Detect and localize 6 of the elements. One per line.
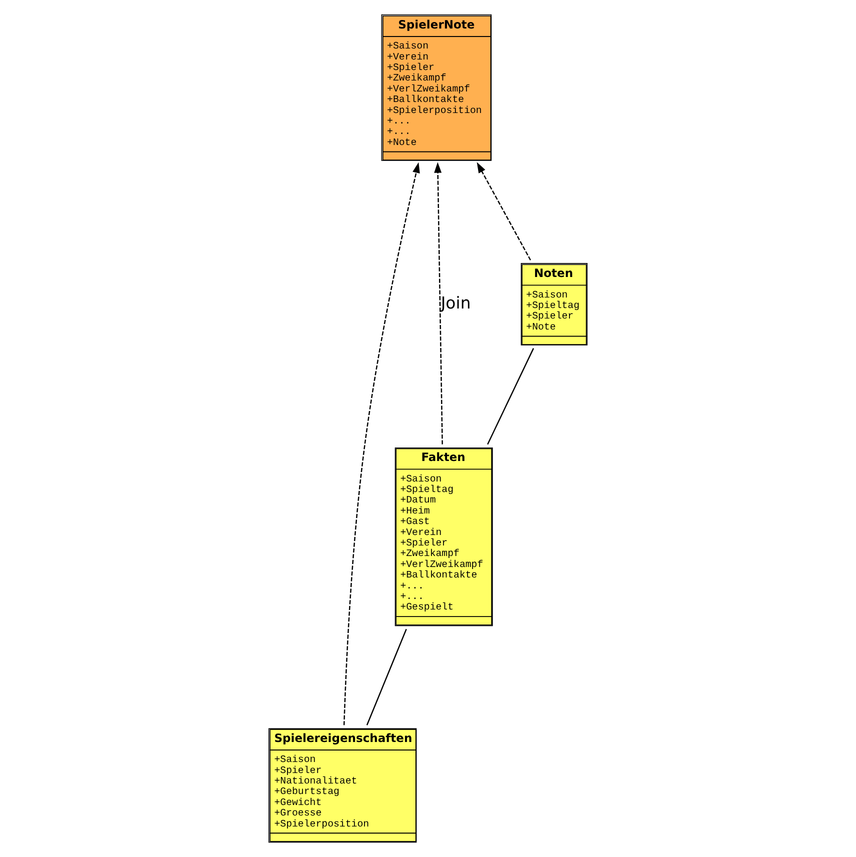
connector — [366, 628, 407, 726]
arrow — [434, 162, 443, 444]
arrow — [476, 162, 532, 260]
arrow — [343, 162, 420, 726]
edge-label: Join — [440, 293, 471, 312]
connector — [487, 348, 534, 445]
